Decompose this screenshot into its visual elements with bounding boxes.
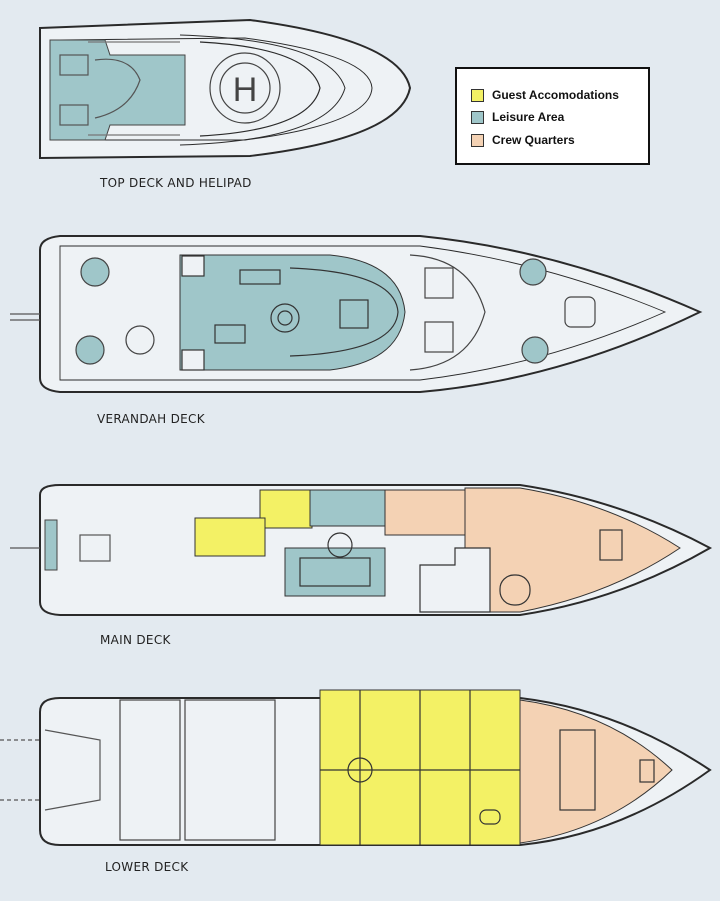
- lower-deck-label: LOWER DECK: [105, 860, 189, 874]
- legend-item-leisure: Leisure Area: [471, 110, 564, 124]
- main-guest-2: [194, 517, 266, 557]
- main-crew-area-2: [384, 489, 466, 536]
- main-deck: [10, 484, 713, 616]
- main-leisure-1: [309, 489, 386, 527]
- legend-swatch-leisure: [471, 110, 484, 124]
- lower-crew-area: [519, 699, 673, 844]
- main-crew-area: [464, 487, 681, 613]
- top-deck-leisure: [49, 39, 186, 141]
- verandah-leisure: [179, 254, 406, 371]
- verandah-deck-label: VERANDAH DECK: [97, 412, 205, 426]
- legend: Guest Accomodations Leisure Area Crew Qu…: [455, 67, 650, 165]
- verandah-table: [125, 325, 155, 355]
- top-deck: [39, 18, 412, 160]
- helipad-letter: H: [233, 71, 258, 109]
- main-guest-1: [259, 489, 313, 529]
- main-deck-label: MAIN DECK: [100, 633, 171, 647]
- legend-label-leisure: Leisure Area: [492, 110, 565, 124]
- lower-deck: [0, 689, 712, 846]
- legend-item-crew: Crew Quarters: [471, 133, 575, 147]
- legend-item-guest: Guest Accomodations: [471, 88, 619, 102]
- legend-swatch-guest: [471, 88, 484, 102]
- top-deck-label: TOP DECK AND HELIPAD: [100, 176, 252, 190]
- legend-swatch-crew: [471, 133, 484, 147]
- verandah-deck: [10, 235, 703, 393]
- legend-label-crew: Crew Quarters: [492, 133, 575, 147]
- legend-label-guest: Guest Accomodations: [492, 88, 619, 102]
